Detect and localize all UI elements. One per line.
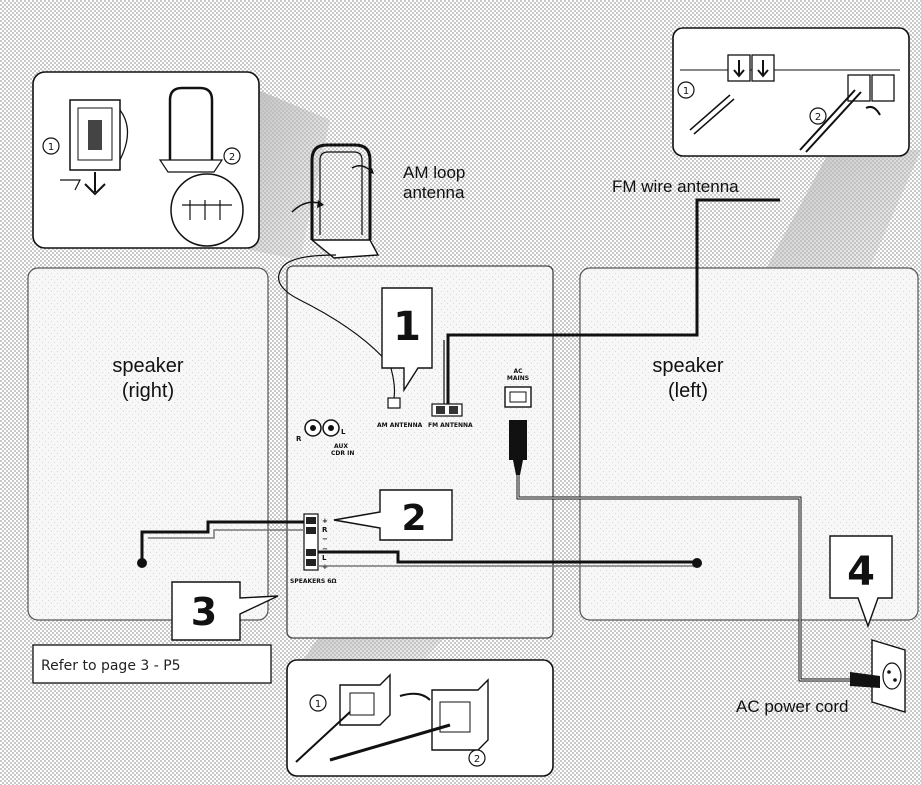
ac-mains-socket: [504, 386, 532, 408]
speaker-wire-left: [318, 550, 697, 564]
callout-4-number: 4: [847, 549, 875, 595]
fm-jack-label: FM ANTENNA: [428, 422, 473, 429]
terminal-r: R: [322, 526, 328, 534]
terminal-plus-l: +: [322, 563, 328, 571]
inset-speaker-wire-clips: 1 2: [286, 659, 554, 777]
inset-speaker-step-b: 2: [474, 754, 480, 765]
inset-speaker-step-a: 1: [315, 699, 321, 710]
inset-am-step-b: 2: [229, 152, 235, 163]
am-jack-label: AM ANTENNA: [377, 422, 423, 429]
speaker-terminals: + R − − L + SPEAKERS 6Ω: [290, 513, 337, 585]
inset-shadow-fm: [760, 150, 921, 290]
ac-mains-label-line1: AC: [513, 368, 523, 375]
main-unit-rear-panel: [286, 265, 554, 639]
callout-3-number: 3: [191, 590, 217, 634]
callout-step-2: 2: [333, 489, 453, 541]
refer-text: Refer to page 3 - P5: [41, 658, 181, 674]
inset-shadow-am: [250, 90, 330, 260]
callout-step-4: 4: [829, 535, 893, 629]
terminal-minus-l: −: [322, 545, 328, 553]
callout-step-3: 3: [171, 581, 279, 641]
am-antenna-label-line2: antenna: [403, 183, 465, 202]
inset-fm-step-b: 2: [815, 112, 821, 123]
inset-fm-step-a: 1: [683, 86, 689, 97]
power-cord-label: AC power cord: [736, 697, 848, 716]
speaker-left-label-line2: (left): [668, 380, 708, 402]
speaker-right-label-line2: (right): [122, 380, 174, 402]
callout-1-number: 1: [393, 304, 421, 350]
am-loop-antenna: [291, 143, 380, 259]
aux-jacks: R L AUX CDR IN: [296, 419, 354, 457]
speaker-left-panel: [579, 267, 919, 621]
speaker-right-label-line1: speaker: [112, 355, 183, 377]
speaker-left-label-line1: speaker: [652, 355, 723, 377]
inset-am-step-a: 1: [48, 142, 54, 153]
inset-am-antenna-assembly: 1 2: [32, 71, 260, 249]
am-antenna-jack: [387, 397, 401, 409]
refer-box: [32, 644, 272, 684]
speaker-wire-right: [140, 520, 304, 562]
callout-step-1: 1: [381, 287, 433, 393]
fm-antenna-label: FM wire antenna: [612, 177, 739, 196]
am-antenna-label-line1: AM loop: [403, 163, 465, 182]
speaker-right-connection-dot: [137, 558, 147, 568]
aux-l-label: L: [341, 428, 346, 436]
terminal-plus-r: +: [322, 517, 328, 525]
terminal-minus-r: −: [322, 535, 328, 543]
aux-label-line1: AUX: [334, 443, 348, 450]
power-plug-unit: [509, 420, 527, 460]
am-antenna-cable: [278, 254, 396, 399]
inset-fm-antenna-clips: 1 2: [672, 27, 910, 157]
speakers-label: SPEAKERS 6Ω: [290, 578, 337, 585]
fm-wire-antenna: [446, 198, 780, 404]
terminal-l: L: [322, 554, 327, 562]
aux-label-line2: CDR IN: [331, 450, 354, 457]
speaker-right-panel: [27, 267, 269, 621]
callout-2-number: 2: [401, 498, 426, 539]
wall-outlet: [850, 639, 906, 713]
aux-r-label: R: [296, 435, 302, 443]
speaker-left-connection-dot: [692, 558, 702, 568]
ac-mains-label-line2: MAINS: [507, 375, 529, 382]
